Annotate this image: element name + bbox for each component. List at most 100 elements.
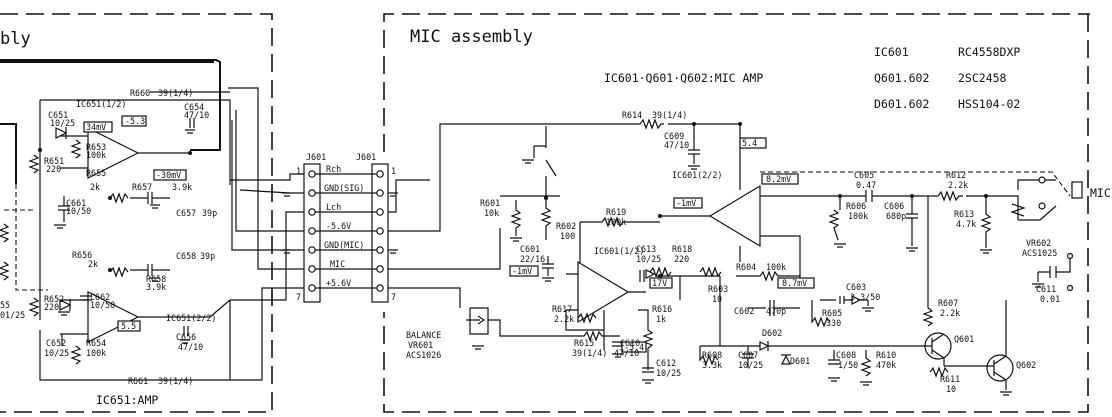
part-label: 2.2k <box>948 180 968 190</box>
part-label: C602 <box>734 306 754 316</box>
mic-jack <box>1071 181 1083 199</box>
part-label: IC601(2/2) <box>672 170 722 180</box>
part-label: R615 <box>574 338 594 348</box>
part-label: 100k <box>848 211 868 221</box>
part-label: IC651(1/2) <box>76 99 126 109</box>
pin-label: MIC <box>330 259 345 269</box>
part-label: 330 <box>826 318 841 328</box>
part-label: C612 <box>656 358 676 368</box>
part-label: C606 <box>884 201 904 211</box>
part-label: C652 <box>46 338 66 348</box>
part-label: C613 <box>636 244 656 254</box>
part-label: 220 <box>674 254 689 264</box>
part-label: R619 <box>606 207 626 217</box>
part-label: R652 <box>44 294 64 304</box>
left-caption: IC651:AMP <box>96 393 158 407</box>
tag-mic: 8.7mV <box>782 278 807 288</box>
part-label: 10/25 <box>636 254 661 264</box>
part-label: C601 <box>520 244 540 254</box>
mic-title: MIC assembly <box>410 27 533 47</box>
pin-label: +5.6V <box>326 278 351 288</box>
part-label: C651 <box>48 110 68 120</box>
ic651-a-opamp <box>87 127 140 179</box>
tag-mic: 5.4 <box>742 138 757 148</box>
part-label: 10 <box>946 384 956 394</box>
part-label: 39(1/4) <box>652 110 687 120</box>
part-label: R656 <box>72 250 92 260</box>
mic-assembly: MIC assembly IC601·Q601·Q602:MIC AMP IC6… <box>383 13 1111 413</box>
part-label: 39(1/4) <box>158 88 193 98</box>
part-number: 2SC2458 <box>958 71 1007 85</box>
pin-label: GND(MIC) <box>324 240 364 250</box>
ic601-b-opamp <box>708 184 761 248</box>
part-label: R658 <box>146 274 166 284</box>
part-label: C657 <box>176 208 196 218</box>
connector-area: J601 J601 1 1 7 7 Rch GND(SIG) Lch -5.6V… <box>228 87 501 381</box>
part-label: Q601 <box>954 334 974 344</box>
part-label: R651 <box>44 156 64 166</box>
q602 <box>986 354 1014 382</box>
part-label: 100k <box>606 217 626 227</box>
part-label: ACS1025 <box>1022 248 1057 258</box>
part-label: C656 <box>176 332 196 342</box>
part-label: 0.01 <box>1040 294 1060 304</box>
part-label: 1k <box>656 314 666 324</box>
part-label: R655 <box>86 168 106 178</box>
part-label: 01/25 <box>0 310 25 320</box>
part-label: 470p <box>766 306 786 316</box>
part-label: C609 <box>664 131 684 141</box>
part-label: R610 <box>876 350 896 360</box>
part-label: 100k <box>766 262 786 272</box>
part-label: R661 <box>128 376 148 386</box>
part-label: C603 <box>846 282 866 292</box>
part-label: 3.9k <box>146 282 166 292</box>
part-label: R616 <box>652 304 672 314</box>
part-label: R617 <box>552 304 572 314</box>
part-label: C658 <box>176 251 196 261</box>
left-bus-side <box>0 123 17 184</box>
part-label: 4.7k <box>956 219 976 229</box>
part-number: RC4558DXP <box>958 45 1020 59</box>
connector-pins <box>308 170 384 292</box>
part-label: 2.2k <box>940 308 960 318</box>
connector-left-ref: J601 <box>306 152 326 162</box>
pin-last-left: 7 <box>296 292 301 302</box>
part-label: R603 <box>708 284 728 294</box>
tag-left-2: 34mV <box>86 122 106 132</box>
r614 <box>639 118 664 130</box>
part-label: 100k <box>86 150 106 160</box>
part-label: 10 <box>712 294 722 304</box>
part-label: 10/25 <box>50 118 75 128</box>
part-label: R605 <box>822 308 842 318</box>
part-label: R614 <box>622 110 642 120</box>
part-label: 22/16 <box>520 254 545 264</box>
part-label: R606 <box>846 201 866 211</box>
ic651-b-opamp <box>87 291 140 343</box>
part-label: 10/50 <box>66 206 91 216</box>
pin-label: -5.6V <box>326 221 351 231</box>
part-label: BALANCE <box>406 330 441 340</box>
part-label: VR601 <box>408 340 433 350</box>
part-label: R604 <box>736 262 756 272</box>
left-bus-top <box>0 59 221 151</box>
part-label: 39(1/4) <box>572 348 607 358</box>
part-label: 1/50 <box>838 360 858 370</box>
mic-frame <box>383 13 1090 413</box>
tag-mic: -1mV <box>676 198 696 208</box>
part-label: C610 <box>620 338 640 348</box>
part-label: 10/25 <box>738 360 763 370</box>
part-label: C661 <box>66 198 86 208</box>
part-label: R653 <box>86 142 106 152</box>
part-label: 47/10 <box>178 342 203 352</box>
mic-jack-label: MIC <box>1090 186 1111 200</box>
part-label: IC601(1/2) <box>594 246 644 256</box>
part-label: R654 <box>86 338 106 348</box>
tag-mic: 8.2mV <box>766 174 791 184</box>
part-label: VR602 <box>1026 238 1051 248</box>
pin-first-right: 1 <box>391 166 396 176</box>
left-title-fragment: bly <box>0 29 31 49</box>
part-label: 47/10 <box>184 110 209 120</box>
part-label: 10k <box>484 208 499 218</box>
part-label: C605 <box>854 170 874 180</box>
